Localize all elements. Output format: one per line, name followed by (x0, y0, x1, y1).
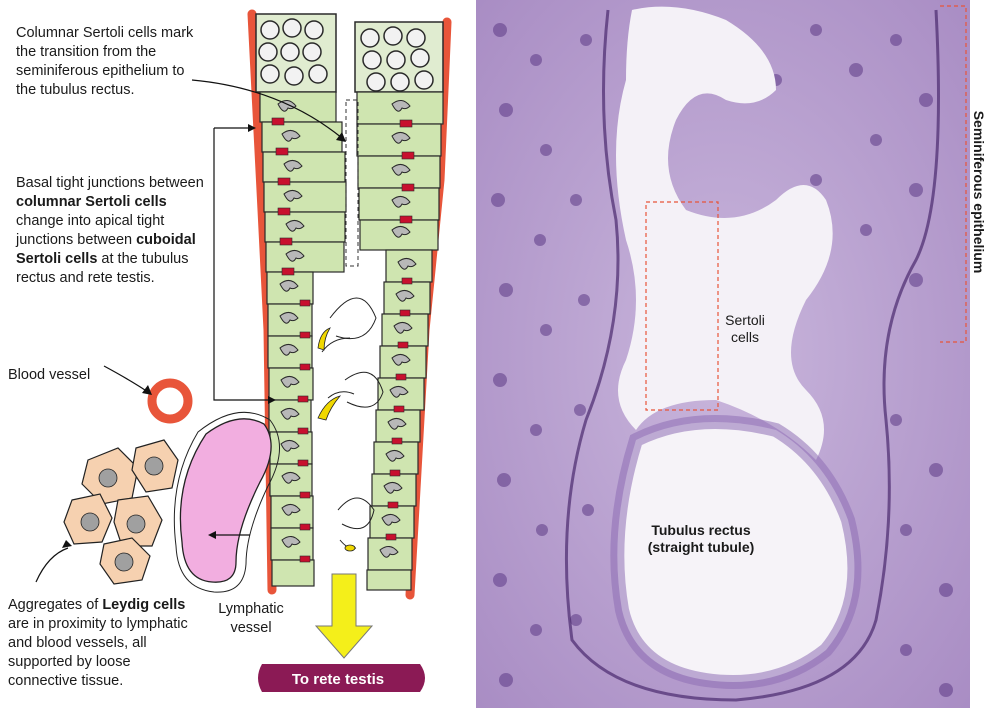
tubule-basement (564, 9, 940, 702)
seminiferous-epithelium-label: Seminiferous epithelium (968, 92, 990, 292)
sertoli-cells-label: Sertoli cells (725, 312, 765, 345)
blood-vessel-shape (147, 378, 193, 424)
lymphatic-vessel-outline (173, 411, 280, 593)
micrograph (476, 0, 970, 708)
tubulus-rectus-label: Tubulus rectus (straight tubule) (647, 522, 755, 555)
tubule-diagram: To rete testis (35, 9, 452, 692)
lymphatic-vessel-label: Lymphatic vessel (218, 601, 284, 636)
leydig-text-1: Aggregates of (8, 597, 103, 613)
blood-vessel-label: Blood vessel (8, 367, 91, 383)
leydig-bold: Leydig cells (102, 597, 186, 613)
tight-junctions (271, 117, 415, 563)
rete-arrow (314, 573, 374, 659)
columnar-zone-bracket (345, 99, 359, 267)
arrowheads (62, 124, 346, 548)
seminiferous-bracket (940, 5, 967, 343)
tj-text-1: Basal tight junctions between (16, 175, 204, 191)
lymphatic-vessel-shape (179, 418, 272, 583)
sertoli-callout-box (645, 201, 719, 411)
simple-epithelium-ring (610, 415, 862, 689)
tissue-nuclei (491, 23, 953, 697)
germ-cells-right (354, 21, 444, 93)
lower-lumen (617, 422, 855, 682)
seminiferous-epithelium-text: Seminiferous epithelium (971, 110, 987, 274)
sertoli-nuclei (277, 100, 417, 558)
rete-banner-label: To rete testis (292, 671, 384, 688)
germ-cells-left (255, 13, 337, 93)
columnar-sertoli-annotation: Columnar Sertoli cells mark the transiti… (16, 25, 194, 98)
leydig-nuclei (80, 456, 164, 572)
leader-lines (35, 79, 343, 583)
tight-junction-annotation: Basal tight junctions between columnar S… (16, 174, 216, 288)
tj-text-3: at the tubulus rectus and rete testis. (16, 251, 189, 286)
leydig-text-2: are in proximity to lymphatic and blood … (8, 616, 188, 689)
rete-banner (258, 664, 425, 692)
tj-bold-2: cuboidal Sertoli cells (16, 232, 196, 267)
upper-lumen (616, 6, 833, 461)
tj-text-2: change into apical tight junctions betwe… (16, 213, 165, 248)
tj-bold-1: columnar Sertoli cells (16, 194, 167, 210)
sperm-cells (321, 297, 384, 549)
leydig-annotation: Aggregates of Leydig cells are in proxim… (8, 596, 200, 691)
sperm-heads (317, 327, 356, 552)
columnar-sertoli-left (259, 91, 347, 273)
